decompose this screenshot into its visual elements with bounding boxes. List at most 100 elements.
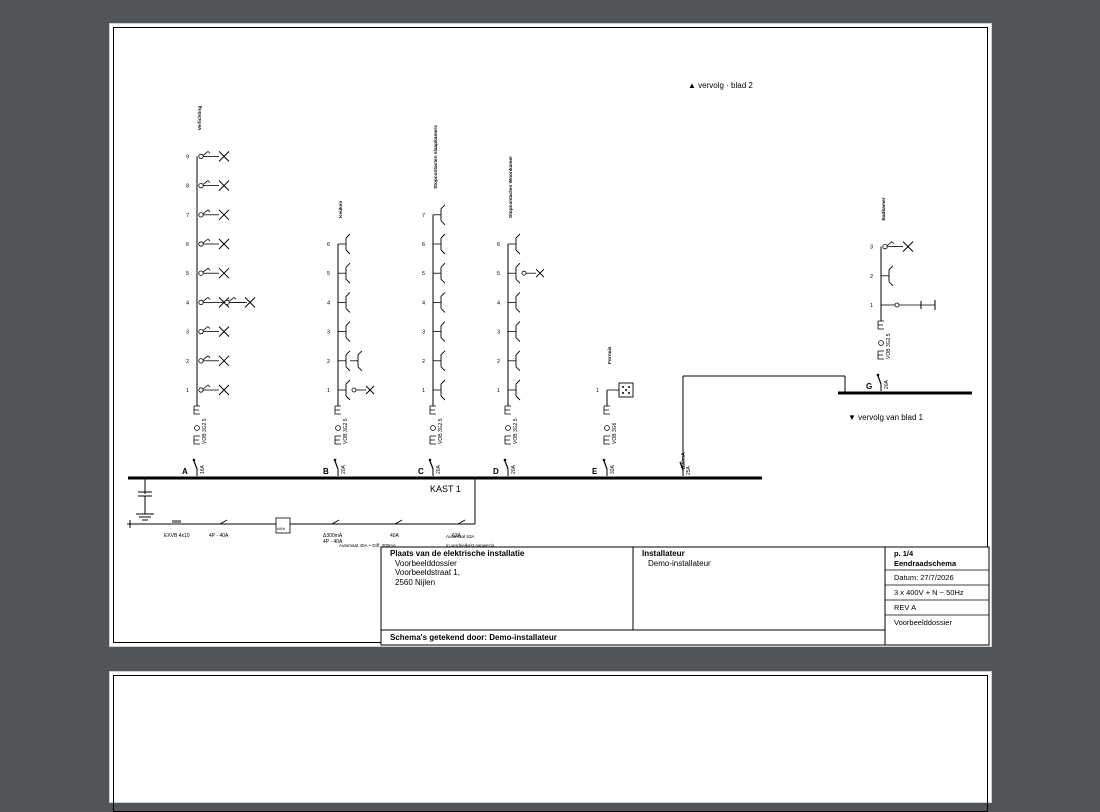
point-number: 3	[327, 330, 330, 336]
point-number: 4	[186, 300, 189, 306]
page-number: p. 1/4	[894, 549, 914, 558]
breaker-contact	[429, 460, 434, 470]
circuit-title: Fornuis	[607, 346, 613, 364]
point-number: 6	[422, 242, 425, 248]
document-type: Eendraadschema	[894, 559, 957, 568]
circuit-letter: E	[592, 467, 598, 476]
breaker-contact	[679, 461, 684, 471]
network-type: 3 x 400V + N ~ 50Hz	[894, 588, 964, 597]
circuit-letter: D	[493, 467, 499, 476]
point-number: 9	[186, 154, 189, 160]
circuit-rating: 20A	[511, 464, 517, 474]
point-number: 1	[327, 388, 330, 394]
cable-mark	[429, 435, 436, 445]
cable-type: VOB 3G6	[612, 422, 618, 444]
cable-mark	[877, 350, 884, 360]
sheet-frame-2	[113, 675, 988, 812]
point-number: 5	[422, 271, 425, 277]
main-switch-label: 4P - 40A	[209, 533, 229, 539]
auto-40-sub: Automaat 40A + Diff. 300mA	[339, 543, 396, 548]
point-number: 5	[186, 271, 189, 277]
point-number: 6	[327, 242, 330, 248]
kwh-label: kWh	[277, 526, 285, 531]
breaker-contact	[603, 460, 608, 470]
circuit-letter: B	[323, 467, 329, 476]
auto-63-sub: Automaat 63A	[446, 534, 475, 539]
busbar-label: KAST 1	[430, 484, 461, 494]
cable-mark	[504, 435, 511, 445]
point-number: 4	[497, 300, 500, 306]
point-number: 7	[422, 213, 425, 219]
cable-mark	[504, 405, 511, 415]
auto-40-label: 40A	[390, 533, 400, 539]
circuit-title: Stopcontacten slaapkamers	[433, 125, 439, 189]
switch-contact	[394, 519, 403, 525]
cable-ring	[878, 340, 884, 346]
title-block: Plaats van de elektrische installatieVoo…	[380, 546, 990, 646]
circuit-rating: 20A	[436, 464, 442, 474]
earth-cable: EXVB 4x10	[164, 533, 190, 539]
circuit-rating: 32A	[610, 464, 616, 474]
point-number: 1	[870, 303, 873, 309]
cable-type: VOB 3G2.5	[513, 418, 519, 444]
breaker-contact	[877, 375, 882, 385]
schema-sheet-1: KAST 1▲ vervolg · blad 2▼ vervolg van bl…	[109, 23, 992, 647]
point-number: 1	[596, 388, 599, 394]
cable-mark	[193, 405, 200, 415]
single-line-diagram: KAST 1▲ vervolg · blad 2▼ vervolg van bl…	[127, 81, 990, 646]
place-heading: Plaats van de elektrische installatie	[390, 549, 525, 558]
point-number: 1	[422, 388, 425, 394]
document-date: Datum: 27/7/2026	[894, 573, 954, 582]
point-number: 4	[422, 300, 425, 306]
cable-ring	[430, 425, 436, 431]
circuit-letter: A	[182, 467, 188, 476]
auto-63-label: 63A	[452, 533, 462, 539]
drawn-by: Schema's getekend door: Demo-installateu…	[390, 633, 557, 642]
point-number: 4	[327, 300, 330, 306]
point-number: 7	[186, 213, 189, 219]
circuit-rating: 20A	[341, 464, 347, 474]
point-number: 1	[497, 388, 500, 394]
point-number: 3	[497, 330, 500, 336]
point-number: 2	[327, 359, 330, 365]
installer-name: Demo-installateur	[648, 559, 711, 568]
point-number: 6	[186, 242, 189, 248]
cable-type: VOB 3G2.5	[202, 418, 208, 444]
place-city: 2560 Nijlen	[395, 578, 435, 587]
revision: REV A	[894, 603, 916, 612]
point-number: 5	[497, 271, 500, 277]
point-number: 3	[422, 330, 425, 336]
point-number: 1	[186, 388, 189, 394]
switch-contact	[331, 519, 340, 525]
circuit-e: E 32A VOB 3G6 1 Fornuis	[592, 346, 634, 476]
point-number: 2	[186, 359, 189, 365]
kwh-meter	[275, 517, 291, 534]
cable-mark	[193, 435, 200, 445]
circuit-letter: G	[866, 382, 872, 391]
breaker-contact	[504, 460, 509, 470]
cable-mark	[603, 405, 610, 415]
cable-ring	[604, 425, 610, 431]
cable-ring	[505, 425, 511, 431]
cable-type: VOB 3G2.5	[886, 333, 892, 359]
circuit-title: Stopcontacten Woonkamer	[508, 156, 514, 218]
dossier-name: Voorbeelddossier	[894, 618, 952, 627]
point-number: 8	[186, 184, 189, 190]
auto-63-note: In verdeelkast aanwezig	[446, 543, 495, 548]
cable-ring	[335, 425, 341, 431]
point-number: 3	[870, 245, 873, 251]
circuit-title: Verlichting	[197, 106, 203, 131]
earth-electrode	[172, 520, 181, 525]
cable-mark	[429, 405, 436, 415]
diff-rating: 25A	[686, 465, 692, 475]
diff-main-sub: 4P - 40A	[323, 539, 343, 545]
schema-sheet-2	[109, 671, 992, 812]
point-number: 3	[186, 330, 189, 336]
point-number: 6	[497, 242, 500, 248]
